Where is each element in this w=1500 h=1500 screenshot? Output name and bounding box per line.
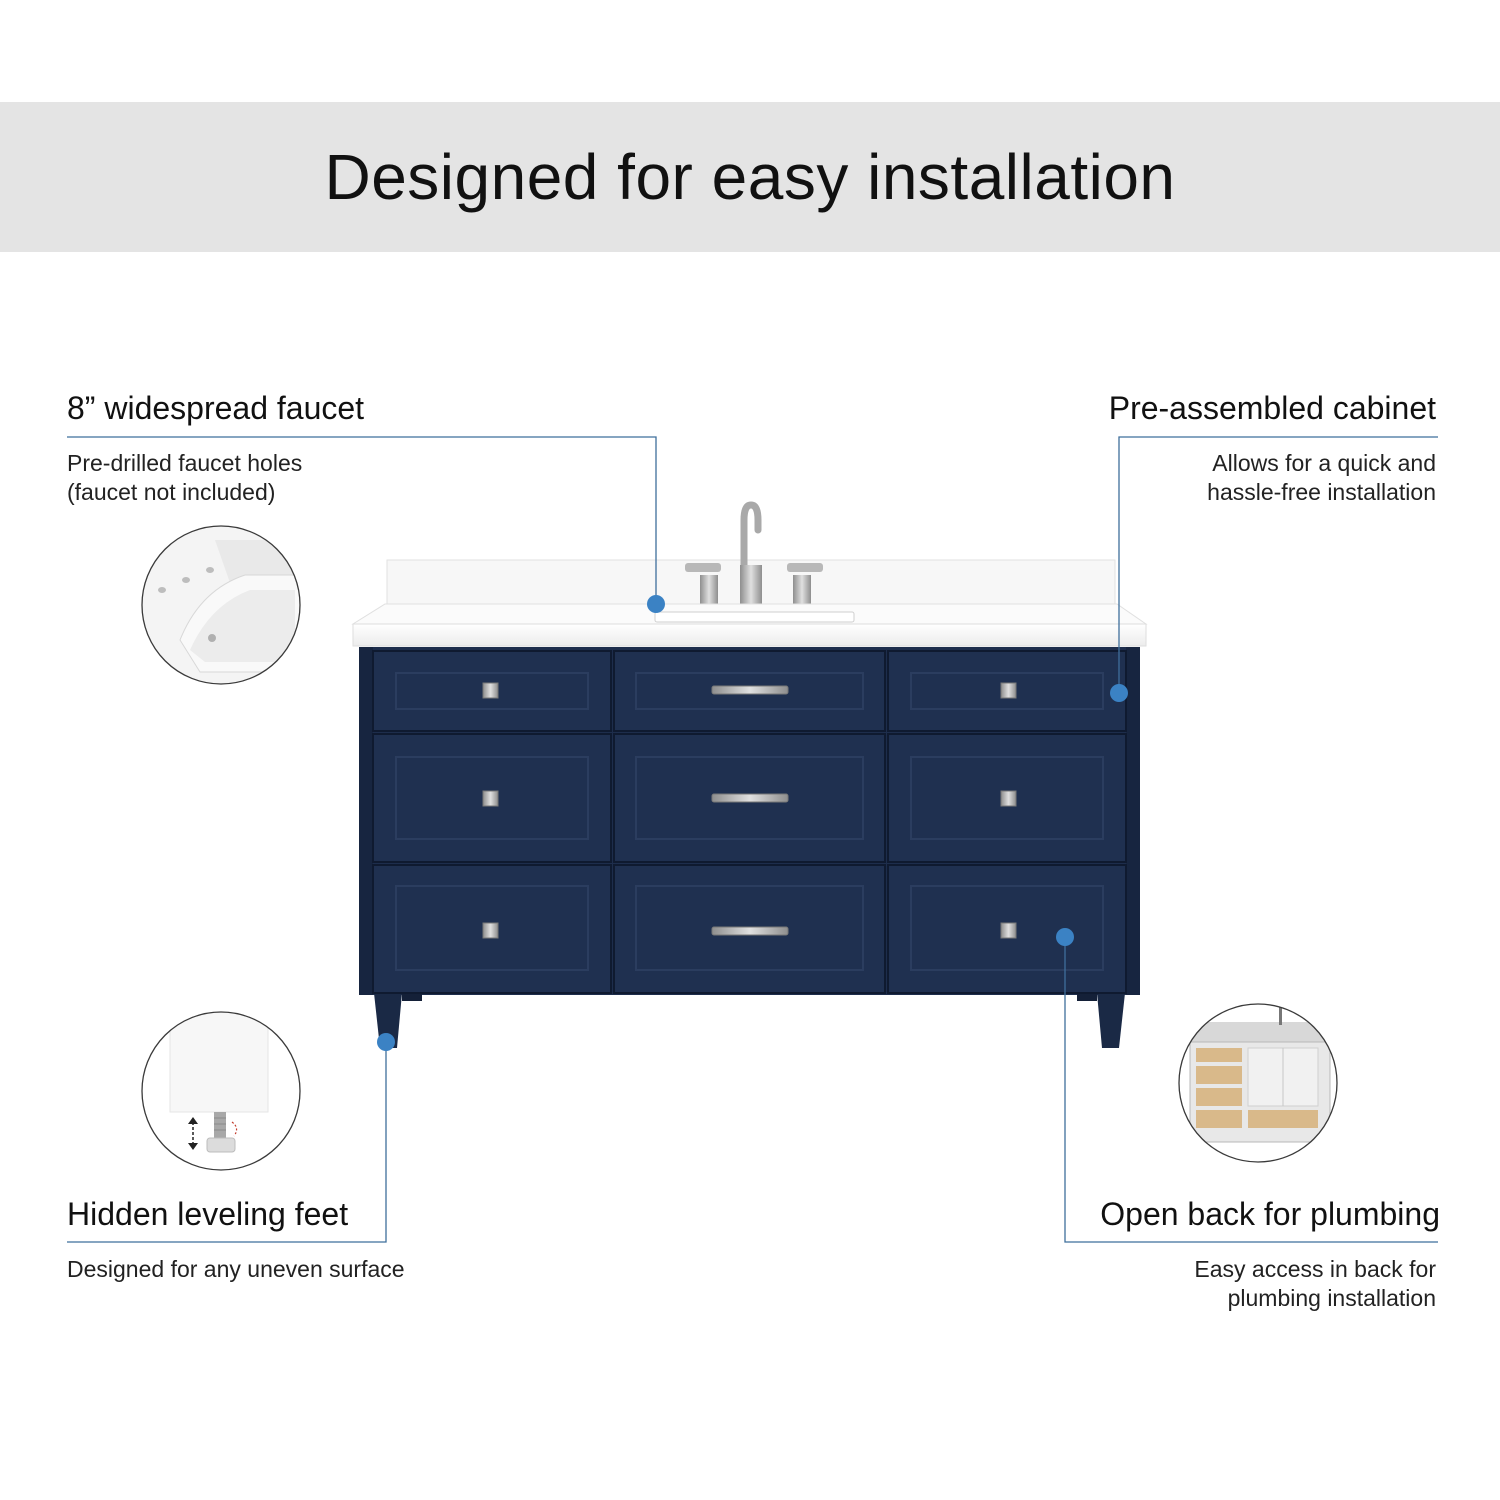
feet-callout-line xyxy=(67,1042,387,1243)
open-back-cabinet-icon xyxy=(1178,1003,1338,1163)
feet-desc-line1: Designed for any uneven surface xyxy=(67,1256,405,1282)
plumbing-desc-line2: plumbing installation xyxy=(1227,1285,1436,1311)
plumbing-callout-line xyxy=(1064,937,1438,1243)
page-title: Designed for easy installation xyxy=(324,141,1176,213)
leveling-foot-icon xyxy=(141,1011,301,1171)
faucet-feature-desc: Pre-drilled faucet holes (faucet not inc… xyxy=(67,449,302,507)
plumbing-desc-line1: Easy access in back for xyxy=(1194,1256,1436,1282)
drawer-grid xyxy=(372,650,1127,994)
drawer-hardware xyxy=(482,682,1017,939)
faucet-feature-title: 8” widespread faucet xyxy=(67,390,365,426)
faucet-callout-line xyxy=(67,436,657,604)
cabinet-feature-title: Pre-assembled cabinet xyxy=(1108,390,1436,426)
plumbing-callout-dot xyxy=(1056,928,1074,946)
faucet xyxy=(685,501,823,610)
cabinet-feature-desc: Allows for a quick and hassle-free insta… xyxy=(1207,449,1436,507)
header-band xyxy=(0,102,1500,252)
faucet-desc-line1: Pre-drilled faucet holes xyxy=(67,450,303,476)
cabinet-callout-dot xyxy=(1110,684,1128,702)
plumbing-feature-desc: Easy access in back for plumbing install… xyxy=(1194,1255,1436,1313)
cabinet-callout-line xyxy=(1118,436,1438,693)
feet-feature-desc: Designed for any uneven surface xyxy=(67,1255,405,1284)
faucet-desc-line2: (faucet not included) xyxy=(67,479,276,505)
cabinet-desc-line2: hassle-free installation xyxy=(1207,479,1436,505)
countertop xyxy=(351,603,1148,647)
sink-closeup-icon xyxy=(141,525,301,685)
feet-callout-dot xyxy=(377,1033,395,1051)
cabinet-desc-line1: Allows for a quick and xyxy=(1212,450,1436,476)
feet-feature-title: Hidden leveling feet xyxy=(67,1196,349,1232)
faucet-callout-dot xyxy=(647,595,665,613)
plumbing-feature-title: Open back for plumbing xyxy=(1100,1196,1440,1232)
